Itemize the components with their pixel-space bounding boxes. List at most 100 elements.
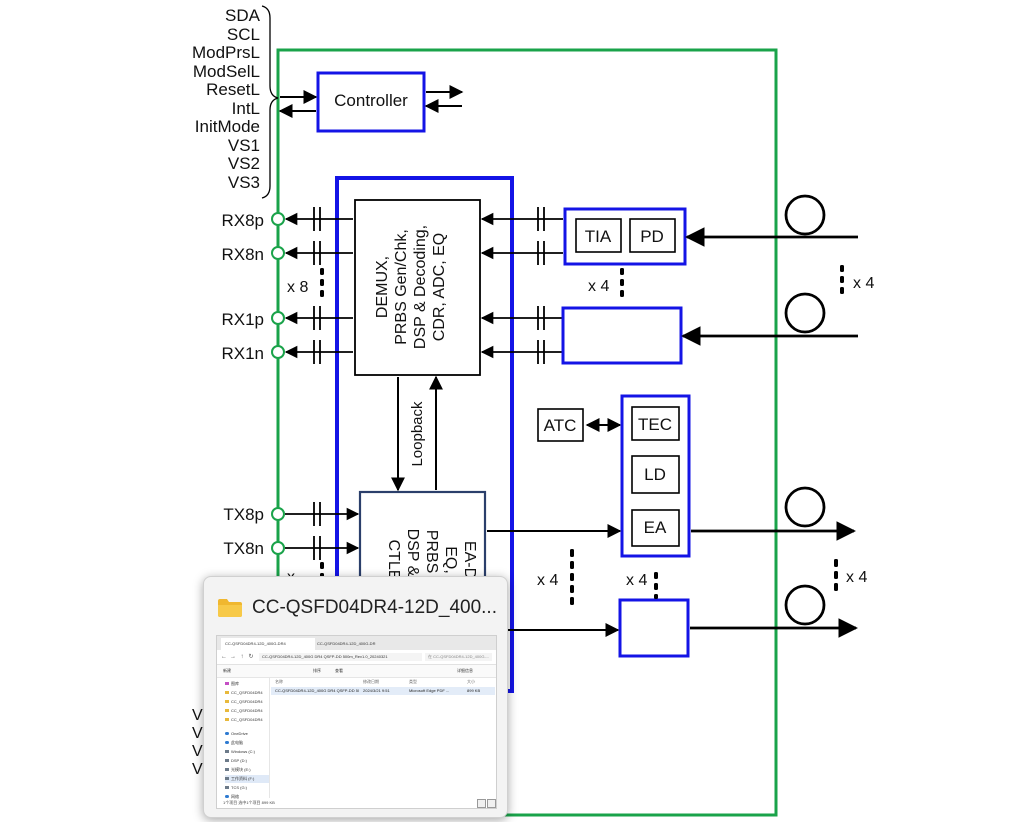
signal-modsell: ModSelL (193, 62, 260, 81)
controller-block (316, 71, 426, 133)
preview-sidebar: 图库 CC_QSFD04DR4 CC_QSFD04DR4 CC_QSFD04DR… (217, 678, 270, 801)
ld-label: LD (644, 465, 666, 484)
back-icon: ← (221, 654, 227, 660)
pin-tx8p: TX8p (223, 505, 264, 524)
mult-x4-tx-left: x 4 (537, 572, 558, 589)
sidebar-item-drive-d: DSP (D:) (225, 757, 269, 765)
file-size: 899 KB (467, 688, 481, 693)
tec-label: TEC (638, 415, 672, 434)
sidebar-item-folder: CC_QSFD04DR4 (225, 716, 269, 724)
tool-new: 新建 (223, 668, 231, 673)
sidebar-item-this-pc: 此电脑 (225, 739, 269, 747)
preview-address-bar: ← → ↑ ↻ CC-QSFD04DR4-12D_400G DR4 QSFP-D… (217, 650, 496, 665)
file-name: CC-QSFD04DR4-12D_400G DR4 QSFP-DD 500m_R… (275, 688, 359, 693)
sidebar-item-folder: CC_QSFD04DR4 (225, 689, 269, 697)
signal-vs1: VS1 (228, 136, 260, 155)
pin-rx1n: RX1n (221, 344, 264, 363)
preview-tab-active: CC-QSFD04DR4-12D_400G-DR4 (221, 638, 315, 650)
pin-rx8p: RX8p (221, 211, 264, 230)
svg-text:V: V (192, 761, 203, 778)
preview-search: 在 CC-QSFD04DR4-12D_400G-... (425, 653, 492, 661)
signal-brace (261, 5, 279, 199)
signal-resetl: ResetL (206, 80, 260, 99)
sidebar-item-drive-c: Windows (C:) (225, 748, 269, 756)
controller-label: Controller (334, 91, 408, 110)
preview-tabbar: CC-QSFD04DR4-12D_400G-DR4 CC-QSFD04DR4-1… (217, 636, 496, 650)
preview-statusbar: 1个项目 选中1个项目 899 KB (217, 798, 496, 808)
hidden-labels: V V V V (192, 707, 203, 778)
demux-line-1: DEMUX, (374, 256, 391, 318)
pin-rx8n: RX8n (221, 245, 264, 264)
signal-vs3: VS3 (228, 173, 260, 192)
tx-fibers (690, 486, 858, 638)
module-border (276, 48, 778, 817)
tiles-view-icon (487, 799, 496, 808)
rx-fibers (681, 194, 858, 346)
x4-tx-mid-dots (654, 572, 658, 599)
preview-toolbar: 新建 排序 查看 详细信息 (217, 665, 496, 678)
col-size: 大小 (467, 679, 475, 684)
rosa-block-1 (561, 306, 683, 365)
tec-block (631, 406, 680, 441)
signal-sda: SDA (225, 6, 261, 25)
sidebar-item-onedrive: OneDrive (225, 730, 269, 738)
svg-text:V: V (192, 707, 203, 724)
rx-pins: RX8p RX8n RX1p RX1n (221, 211, 264, 363)
tool-details: 详细信息 (457, 668, 473, 673)
pin-rx1p: RX1p (221, 310, 264, 329)
mult-x8-label: x 8 (287, 279, 308, 296)
signal-initmode: InitMode (195, 117, 260, 136)
mult-x4-rx-right: x 4 (853, 275, 874, 292)
signal-scl: SCL (227, 25, 260, 44)
forward-icon: → (230, 654, 236, 660)
tx-left-lines (271, 502, 360, 560)
file-date: 2024/3/21 9:51 (363, 688, 390, 693)
file-row: CC-QSFD04DR4-12D_400G DR4 QSFP-DD 500m_R… (271, 687, 495, 695)
signal-intl: IntL (232, 99, 260, 118)
rx-right-lines (480, 207, 563, 364)
left-signal-list: SDA SCL ModPrsL ModSelL ResetL IntL Init… (192, 6, 261, 192)
tx-pins: TX8p TX8n (223, 505, 264, 558)
refresh-icon: ↻ (248, 654, 254, 660)
svg-text:V: V (192, 743, 203, 760)
tool-sort: 排序 (313, 668, 321, 673)
sidebar-item-drive-f: 工作资料 (F:) (225, 775, 269, 783)
x4-rx-right-dots (840, 265, 844, 294)
explorer-preview: CC-QSFD04DR4-12D_400G-DR4 CC-QSFD04DR4-1… (216, 635, 497, 809)
thumbnail-title: CC-QSFD04DR4-12D_400... (252, 597, 497, 618)
x4-tx-right-dots (834, 559, 838, 591)
atc-block (537, 408, 584, 442)
col-name: 名称 (275, 679, 283, 684)
sidebar-item-folder: CC_QSFD04DR4 (225, 707, 269, 715)
sidebar-item-folder: CC_QSFD04DR4 (225, 698, 269, 706)
pd-label: PD (640, 227, 664, 246)
up-icon: ↑ (240, 654, 244, 660)
tx-line-4: DSP & E (404, 529, 421, 592)
file-type: Microsoft Edge PDF ... (409, 688, 450, 693)
explorer-thumbnail-popup[interactable]: CC-QSFD04DR4-12D_400... CC-QSFD04DR4-12D… (203, 576, 508, 818)
pd-block (629, 218, 676, 253)
sidebar-item-gallery: 图库 (225, 680, 269, 688)
tx-line-1: EA-D (461, 541, 478, 579)
tx-line-5: CTLE (385, 540, 402, 581)
sidebar-item-network: 网络 (225, 793, 269, 801)
file-list-header: 名称 修改日期 类型 大小 (271, 678, 495, 686)
demux-line-2: PRBS Gen/Chk, (393, 229, 410, 345)
tosa-block-1 (618, 598, 690, 658)
details-view-icon (477, 799, 486, 808)
col-date: 修改日期 (363, 679, 379, 684)
loopback-label: Loopback (409, 401, 426, 467)
x4-tx-left-dots (570, 549, 574, 605)
thumbnail-header: CC-QSFD04DR4-12D_400... (204, 577, 507, 633)
demux-block (354, 199, 481, 376)
folder-icon (218, 599, 242, 617)
rx-left-lines (271, 207, 353, 364)
signal-modprsl: ModPrsL (192, 43, 260, 62)
demux-text: DEMUX, PRBS Gen/Chk, DSP & Decoding, CDR… (374, 225, 448, 349)
sidebar-item-drive-g: TCS (G:) (225, 784, 269, 792)
tia-label: TIA (585, 227, 612, 246)
status-text: 1个项目 选中1个项目 899 KB (223, 800, 275, 805)
col-type: 类型 (409, 679, 417, 684)
pin-tx8n: TX8n (223, 539, 264, 558)
